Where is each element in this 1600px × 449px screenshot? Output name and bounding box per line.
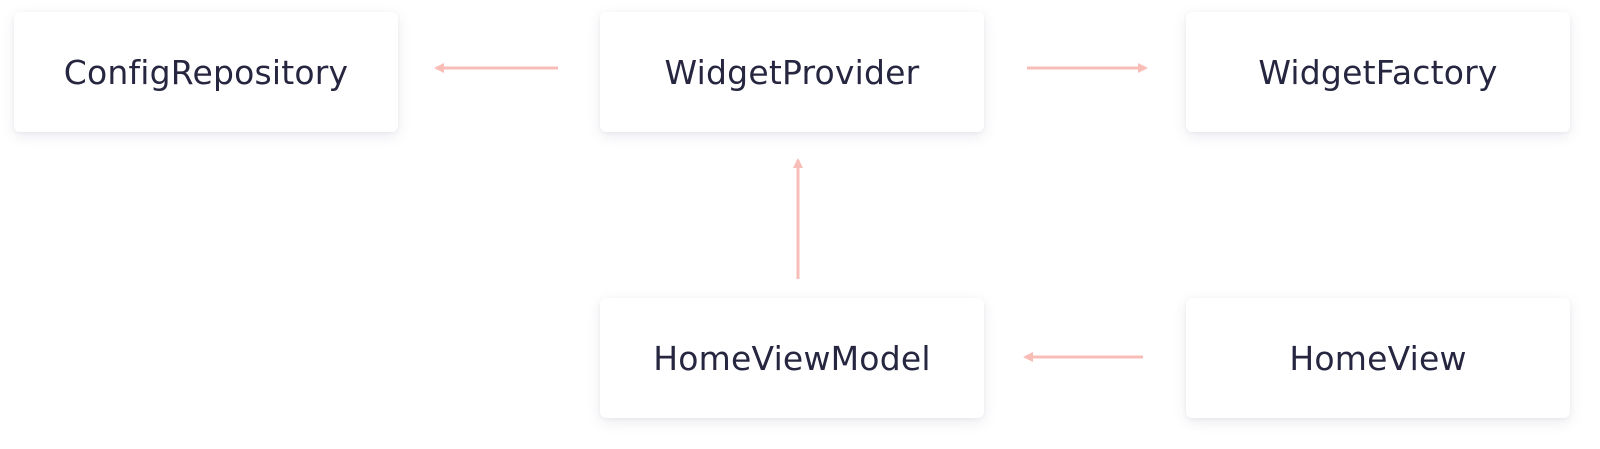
node-widget-factory[interactable]: WidgetFactory [1186, 12, 1570, 132]
node-label: WidgetProvider [664, 52, 920, 92]
node-home-view[interactable]: HomeView [1186, 298, 1570, 418]
node-label: HomeView [1289, 338, 1467, 378]
node-home-view-model[interactable]: HomeViewModel [600, 298, 984, 418]
node-label: WidgetFactory [1258, 52, 1498, 92]
node-widget-provider[interactable]: WidgetProvider [600, 12, 984, 132]
node-label: ConfigRepository [63, 52, 349, 92]
node-config-repository[interactable]: ConfigRepository [14, 12, 398, 132]
node-label: HomeViewModel [653, 338, 931, 378]
